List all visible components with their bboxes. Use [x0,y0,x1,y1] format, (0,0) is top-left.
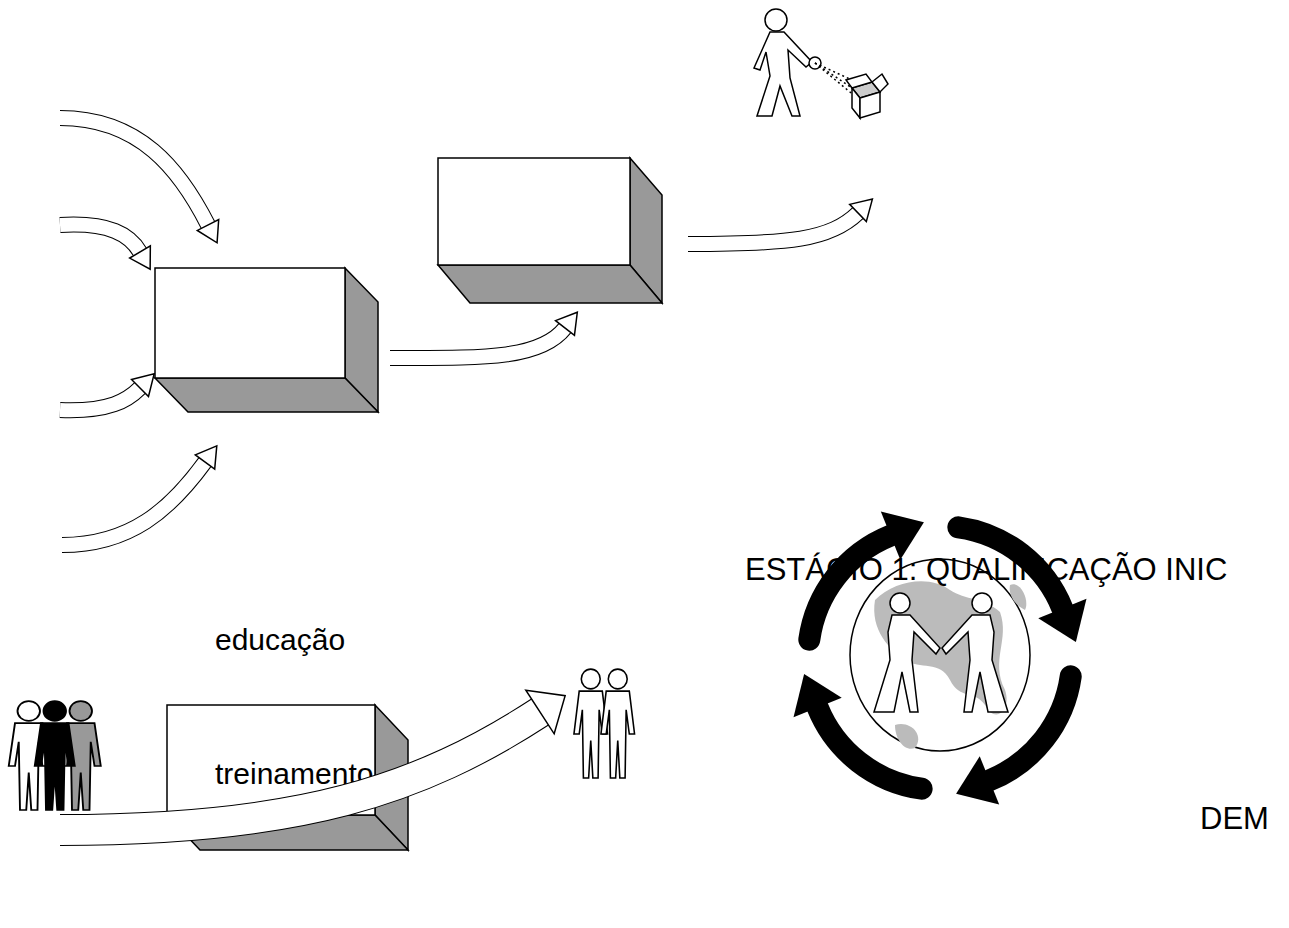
flow-arrow-part [688,213,858,244]
process-block [438,158,662,303]
globe [850,559,1030,751]
handshake-people [874,593,1008,712]
box-face [167,705,375,815]
flow-arrow-part [688,213,858,244]
trained-people-part-part [601,691,635,778]
flow-arrow-part [60,388,140,410]
handshake-people-part [890,593,910,613]
cycle-arrowhead [794,674,842,717]
handshake-people-part [942,615,1008,712]
flow-arrow-part [62,462,205,545]
stage-label: DEM [1200,802,1269,836]
inspector-icon-part [860,92,880,118]
stage-title: ESTÁGIO 1: QUALIFICAÇÃO INIC [745,553,1227,587]
process-block-part [438,265,662,303]
handshake-people-part [874,615,940,712]
trained-people-part-part [581,669,600,689]
box-face [167,815,408,850]
flow-arrow-part [62,462,205,545]
people-group-part-part [70,701,93,721]
globe-part [850,559,1030,751]
flow-arrow [60,118,208,225]
process-block [155,268,378,412]
flow-arrow-part [390,328,565,358]
people-group-part-part [35,723,75,810]
flow-arrow-part [60,388,140,410]
cycle-arrowhead [1038,599,1086,642]
trained-people [574,669,635,778]
inspector-icon [754,9,888,118]
inspector-icon-part [852,88,860,118]
handshake-people-part [972,593,992,613]
flow-arrow-part [60,225,140,252]
globe-part [895,724,918,749]
process-block-part [155,268,345,378]
flow-arrow-part [60,118,208,225]
people-group [9,701,101,810]
flow-arrow-part [60,118,208,225]
people-group-part-part [18,701,41,721]
inspector-icon-part [872,74,888,92]
flow-arrow [390,328,565,358]
trained-people-part [601,669,635,778]
globe-part [1010,584,1027,610]
process-block: educaçãotreinamento [167,705,408,850]
inspector-icon-part [765,9,787,31]
inspector-icon-part [754,32,812,116]
flow-arrow-part [390,328,565,358]
flow-arrow [62,462,205,545]
people-group-part-part [44,701,67,721]
flow-arrow [60,225,140,252]
box-label: treinamento [215,757,373,790]
people-group-part [35,701,75,810]
process-block-part [155,378,378,412]
cycle-arrowhead [956,756,999,804]
flow-arrow [60,388,140,410]
trained-people-part-part [608,669,627,689]
inspector-icon-part [846,74,872,88]
box-heading: educação [215,623,345,656]
flow-arrow [688,213,858,244]
flow-arrow-part [60,225,140,252]
process-block-part [438,158,630,265]
